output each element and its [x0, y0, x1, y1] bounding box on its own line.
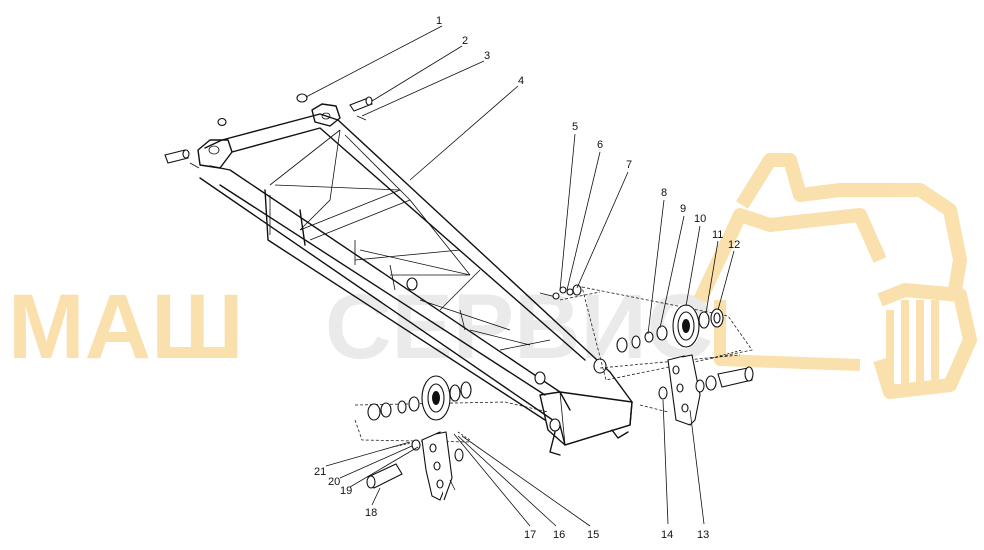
pin-2: [349, 96, 373, 112]
callout-19: 19: [340, 485, 352, 497]
callout-labels: 1 2 3 4 5 6 7 8 9 10 11 12 13 14 15 16 1…: [314, 15, 740, 541]
ring-1: [296, 93, 308, 103]
callout-7: 7: [626, 159, 632, 171]
callout-21: 21: [314, 466, 326, 478]
callout-13: 13: [697, 529, 709, 541]
washer-8: [616, 337, 628, 353]
callout-17: 17: [524, 529, 536, 541]
roller-right: [717, 366, 754, 388]
callout-18: 18: [365, 507, 377, 519]
callout-6: 6: [597, 139, 603, 151]
leader-lines: [305, 25, 735, 527]
washer-11: [698, 311, 710, 329]
left-pulley-group: [354, 375, 549, 501]
callout-20: 20: [328, 476, 340, 488]
right-bracket-group: [599, 349, 754, 426]
boom-truss-frame: [197, 103, 633, 456]
ring-9: [644, 331, 654, 343]
washer-14: [658, 386, 668, 400]
roller-18: [366, 463, 403, 489]
callout-2: 2: [462, 35, 468, 47]
bolts-5-6-7: [539, 284, 582, 300]
top-pivot-parts: [164, 93, 373, 169]
callout-10: 10: [694, 213, 706, 225]
callout-11: 11: [712, 229, 723, 241]
callout-12: 12: [728, 239, 740, 251]
callout-16: 16: [553, 529, 565, 541]
callout-9: 9: [680, 203, 686, 215]
bearing: [656, 325, 668, 341]
callout-4: 4: [518, 75, 524, 87]
left-pin: [164, 149, 200, 169]
callout-3: 3: [484, 50, 490, 62]
callout-5: 5: [572, 121, 578, 133]
callout-15: 15: [587, 529, 599, 541]
callout-8: 8: [661, 187, 667, 199]
bulldozer-logo-icon: [693, 153, 977, 399]
callout-1: 1: [436, 15, 442, 27]
cotter-pin-3: [356, 115, 367, 121]
watermark-text-left: МАШ: [8, 276, 244, 378]
callout-14: 14: [661, 529, 673, 541]
